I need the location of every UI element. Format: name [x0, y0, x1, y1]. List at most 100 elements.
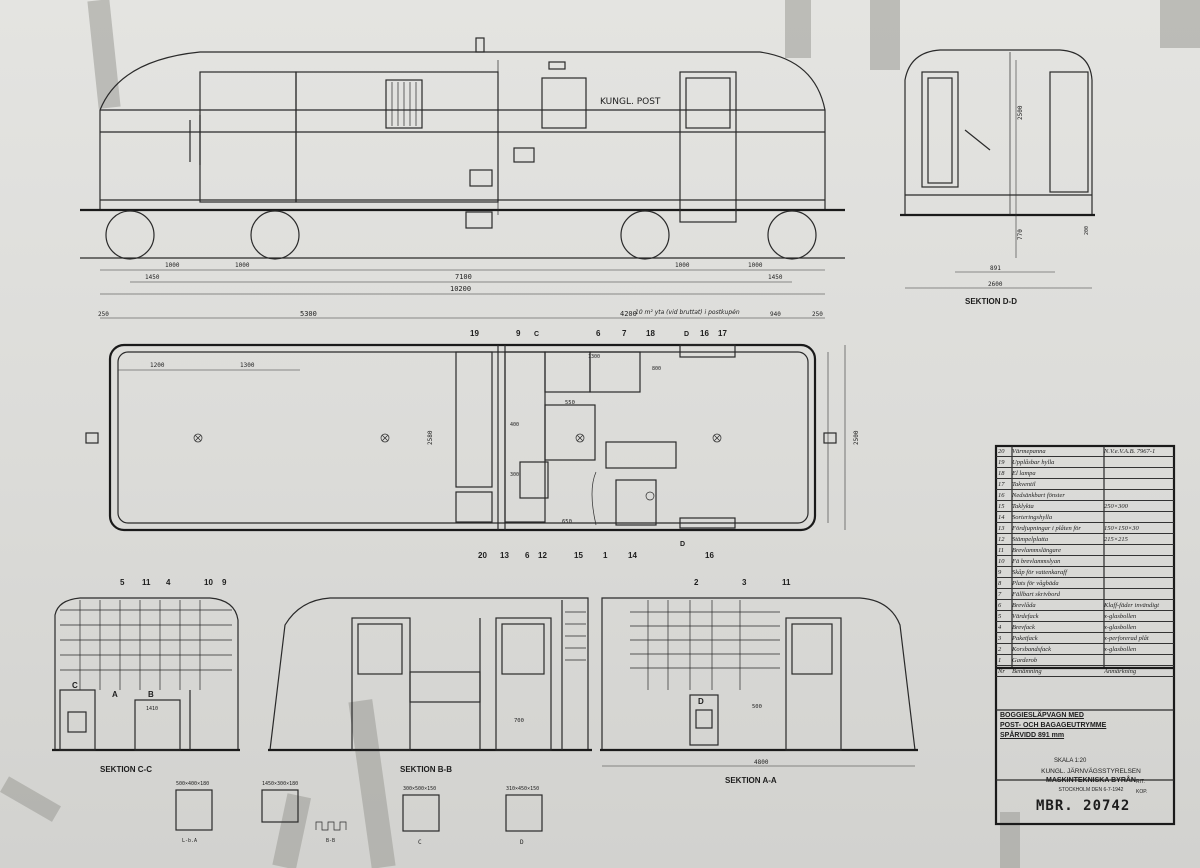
- dim-label: 200: [1084, 226, 1090, 235]
- section-d-label: SEKTION D-D: [965, 297, 1017, 306]
- plan-callout: 19: [470, 329, 479, 338]
- plan-callout: 6: [596, 329, 601, 338]
- detail-label: D: [520, 839, 524, 846]
- section-callout: 10: [204, 578, 213, 587]
- plan-callout: 6: [525, 551, 530, 560]
- legend-row: 6 Brevlåda Klaff-fäder invändigt: [996, 600, 1174, 611]
- legend-note: 150×150×30: [1104, 525, 1139, 532]
- tape-strip: [87, 0, 121, 109]
- legend-note: x-perforerad plåt: [1104, 635, 1149, 642]
- dim-label: 1000: [675, 262, 690, 269]
- title-line: BOGGIESLÄPVAGN MED: [1000, 712, 1084, 719]
- legend-number: 5: [998, 613, 1002, 620]
- section-callout: 11: [782, 578, 791, 587]
- section-c-label: SEKTION C-C: [100, 765, 152, 774]
- legend-name: Garderob: [1012, 657, 1038, 664]
- plan-callout: 13: [500, 551, 509, 560]
- tape-strip: [1000, 812, 1020, 868]
- legend-header-cell: Nr: [998, 668, 1005, 675]
- dim-label: 7100: [455, 273, 472, 281]
- dim-label: 800: [652, 366, 661, 372]
- kop-label: KOP.: [1136, 789, 1148, 795]
- legend-note: Klaff-fäder invändigt: [1104, 602, 1160, 609]
- dim-label: 1450: [768, 274, 783, 281]
- dim-label: 1450: [145, 274, 160, 281]
- tape-strip: [348, 699, 396, 868]
- legend-number: 19: [998, 459, 1005, 466]
- legend-number: 7: [998, 591, 1002, 598]
- legend-name: Taklykta: [1012, 503, 1034, 510]
- legend-number: 9: [998, 569, 1002, 576]
- dim-label: 500: [752, 704, 762, 710]
- legend-number: 8: [998, 580, 1002, 587]
- legend-header-cell: Benämning: [1012, 668, 1042, 675]
- title-line: POST- OCH BAGAGEUTRYMME: [1000, 722, 1107, 729]
- dim-label: 1000: [165, 262, 180, 269]
- legend-number: 17: [998, 481, 1005, 488]
- dim-label: 2580: [427, 430, 434, 445]
- legend-number: 18: [998, 470, 1005, 477]
- dim-label: 1000: [235, 262, 250, 269]
- legend-name: Paketfack: [1012, 635, 1038, 642]
- dim-label: 1200: [150, 362, 165, 369]
- plan-callout: 20: [478, 551, 487, 560]
- section-a-label: SEKTION A-A: [725, 776, 777, 785]
- tape-strip: [272, 793, 312, 868]
- legend-name: Upplåsbar hylla: [1012, 459, 1055, 466]
- legend-number: 3: [998, 635, 1002, 642]
- legend-number: 10: [998, 558, 1005, 565]
- legend-name: Korsbandsfack: [1012, 646, 1051, 653]
- legend-name: Fördjupningar i plåten för: [1012, 525, 1081, 532]
- section-c-c: C A B 1410 5 11 4 10 9 SEKTION C-C: [52, 578, 240, 774]
- dim-label: 940: [770, 311, 781, 318]
- legend-number: 2: [998, 646, 1002, 653]
- legend-name: Brevlåda: [1012, 602, 1036, 609]
- plan-view: 2500 2580 1200 1300 550 650 1300 800 400…: [85, 329, 860, 560]
- plan-callout: D: [684, 331, 689, 338]
- legend-name: Brevfack: [1012, 624, 1035, 631]
- plan-callout: 15: [574, 551, 583, 560]
- dim-label: 400: [510, 422, 519, 428]
- title-line: SPÅRVIDD 891 mm: [1000, 732, 1065, 739]
- detail-label: L-b.A: [182, 838, 197, 844]
- dim-label: 2500: [853, 430, 860, 445]
- section-callout: 11: [142, 578, 151, 587]
- plan-callout: C: [534, 331, 539, 338]
- detail-drawings: 500×400×180 L-b.A 1450×300×180 B-B 300×5…: [175, 781, 543, 846]
- detail-label: C: [418, 839, 422, 846]
- legend-number: 14: [998, 514, 1005, 521]
- legend-number: 11: [998, 547, 1005, 554]
- section-a-a: D 500 4800 2 3 11 SEKTION A-A: [600, 578, 918, 785]
- detail-label: 1450×300×180: [262, 781, 298, 787]
- legend-row: 19 Upplåsbar hylla: [996, 457, 1174, 468]
- dim-label: 10200: [450, 285, 471, 293]
- plan-callout: 16: [700, 329, 709, 338]
- legend-note: x-glasbollen: [1104, 624, 1137, 631]
- legend-name: Skåp för vattenkaraff: [1012, 569, 1067, 576]
- legend-row: 9 Skåp för vattenkaraff: [996, 567, 1174, 578]
- dim-label: 770: [1017, 229, 1024, 240]
- legend-name: Värdefack: [1012, 613, 1039, 620]
- svg-text:B: B: [148, 690, 154, 699]
- plan-callout: 18: [646, 329, 655, 338]
- detail-label: 310×450×150: [506, 786, 539, 792]
- scale-label: SKALA 1:20: [1054, 758, 1087, 764]
- dim-label: 1410: [146, 706, 158, 712]
- section-d-d: 2500 770 200 891 2600 SEKTION D-D: [900, 49, 1095, 306]
- section-callout: 2: [694, 578, 699, 587]
- title-block-frame: [994, 444, 1176, 826]
- legend-number: 6: [998, 602, 1002, 609]
- section-b-label: SEKTION B-B: [400, 765, 452, 774]
- plan-callout: 1: [603, 551, 608, 560]
